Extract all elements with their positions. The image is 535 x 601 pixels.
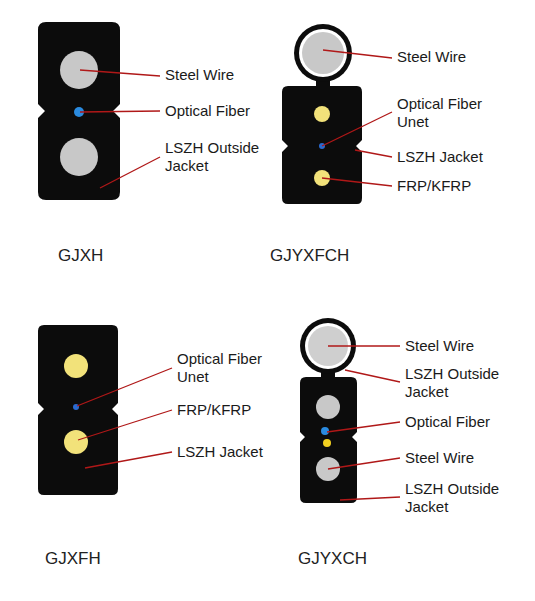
callout-label: LSZH Outside Jacket <box>405 365 505 401</box>
leader-line <box>100 157 160 188</box>
callout-label: LSZH Jacket <box>177 443 297 461</box>
callout-label: Optical Fiber <box>165 102 285 120</box>
callout-label: Steel Wire <box>405 449 525 467</box>
cable-jacket <box>38 22 120 200</box>
callout-label: LSZH Outside Jacket <box>165 139 265 175</box>
leader-line <box>80 111 160 112</box>
callout-label: FRP/KFRP <box>177 401 297 419</box>
cable-name: GJXFH <box>45 550 165 568</box>
leader-line <box>323 50 392 58</box>
callout-label: LSZH Jacket <box>397 148 517 166</box>
callout-label: LSZH Outside Jacket <box>405 480 505 516</box>
callout-label: Steel Wire <box>165 66 285 84</box>
callout-label: Optical Fiber Unet <box>397 95 497 131</box>
cable-jacket <box>300 377 357 503</box>
leader-line <box>345 370 400 382</box>
frp-member <box>314 106 330 122</box>
callout-label: Optical Fiber <box>405 413 525 431</box>
callout-label: FRP/KFRP <box>397 177 517 195</box>
steel-wire <box>302 32 344 74</box>
leader-line <box>77 368 172 406</box>
cable-jacket <box>38 325 118 495</box>
steel-wire <box>316 395 340 419</box>
leader-line <box>78 410 172 440</box>
steel-wire <box>60 138 98 176</box>
leader-line <box>85 452 172 468</box>
leader-line <box>327 422 400 432</box>
leader-line <box>322 112 392 146</box>
leader-line <box>340 497 400 500</box>
cable-name: GJYXFCH <box>270 247 400 265</box>
callout-label: Steel Wire <box>405 337 525 355</box>
leader-line <box>80 70 160 76</box>
steel-wire <box>60 51 98 89</box>
cable-jacket <box>282 86 362 204</box>
callout-label: Optical Fiber Unet <box>177 350 287 386</box>
leader-line <box>355 150 392 157</box>
frp-member <box>64 430 88 454</box>
leader-line <box>322 178 392 186</box>
frp-member <box>64 354 88 378</box>
cable-name: GJXH <box>58 247 178 265</box>
leader-line <box>328 345 400 346</box>
optical-fiber <box>321 427 329 435</box>
messenger-gap <box>299 29 347 77</box>
leader-line <box>328 458 400 469</box>
callout-label: Steel Wire <box>397 48 517 66</box>
cable-name: GJYXCH <box>298 550 428 568</box>
optical-fiber <box>323 439 331 447</box>
